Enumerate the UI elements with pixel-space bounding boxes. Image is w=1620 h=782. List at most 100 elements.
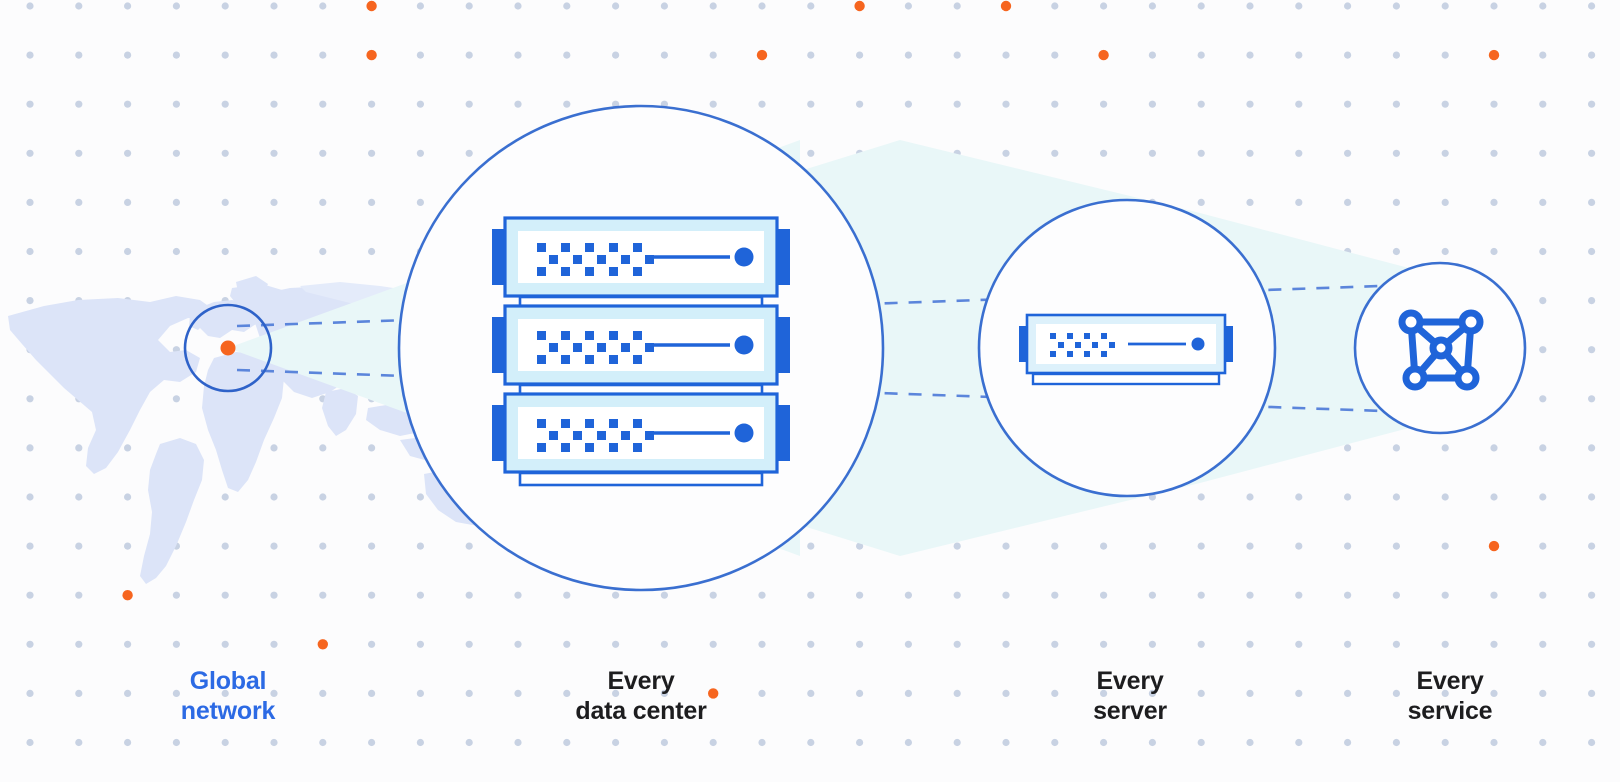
grid-dot [612,640,620,648]
grid-dot [1539,444,1547,452]
grid-dot [1441,591,1449,599]
grid-dot [612,738,620,747]
grid-dot [1295,198,1303,206]
grid-dot [1148,542,1156,550]
grid-dot [319,2,327,10]
grid-dot [270,149,278,157]
grid-dot [1246,198,1254,206]
grid-dot [1441,738,1449,747]
grid-dot [124,689,132,698]
grid-dot [1441,640,1449,648]
grid-dot [514,51,522,59]
grid-dot [1344,591,1352,599]
grid-dot [26,297,34,305]
grid-dot [124,444,132,452]
grid-dot [1148,689,1156,698]
rack-base [518,471,764,487]
grid-dot [660,2,669,10]
grid-dot [1051,100,1059,108]
grid-dot [1295,2,1303,10]
grid-dot [1100,591,1108,599]
grid-dot [1051,542,1059,550]
grid-dot [807,689,815,698]
grid-dot [172,51,180,59]
grid-dot [1490,444,1498,452]
grid-dot [660,591,669,599]
grid-dot [172,689,180,698]
grid-dot [26,149,34,157]
grid-dot [1344,542,1352,550]
grid-dot [1246,591,1254,599]
grid-dot [758,100,766,108]
grid-dot [1490,149,1498,157]
grid-dot [660,640,669,648]
grid-dot [1588,542,1596,550]
grid-dot [1588,395,1596,403]
grid-dot [1148,149,1156,157]
grid-dot [1051,51,1059,59]
grid-dot [1392,542,1400,550]
grid-dot [1051,591,1059,599]
grid-dot [1344,149,1352,157]
grid-dot [856,640,864,648]
grid-dot [1344,640,1352,648]
grid-dot [1051,640,1059,648]
grid-dot [1295,591,1303,599]
grid-dot [75,149,83,157]
grid-dot [1490,493,1498,501]
grid-dot [270,591,278,599]
grid-dot [1246,542,1254,550]
grid-dot [1002,542,1010,550]
grid-dot [1197,591,1205,599]
grid-dot [270,100,278,108]
grid-dot-accent [1488,540,1500,552]
grid-dot [758,689,766,698]
grid-dot [221,51,229,59]
grid-dot [416,738,424,747]
grid-dot [1392,198,1400,206]
grid-dot [124,640,132,648]
grid-dot [709,100,717,108]
grid-dot [1148,738,1156,747]
grid-dot [1246,738,1254,747]
grid-dot [1295,640,1303,648]
grid-dot [1490,2,1498,10]
grid-dot [319,591,327,599]
grid-dot [660,738,669,747]
grid-dot [465,51,473,59]
grid-dot [1392,640,1400,648]
grid-dot [1246,100,1254,108]
grid-dot [563,591,571,599]
grid-dot [172,198,180,206]
grid-dot [319,100,327,108]
grid-dot [1588,738,1596,747]
grid-dot [270,689,278,698]
grid-dot [709,738,717,747]
node-every-data-center[interactable] [397,104,885,592]
grid-dot [221,2,229,10]
grid-dot [1197,738,1205,747]
grid-dot [1588,640,1596,648]
node-every-service[interactable] [1353,261,1527,435]
grid-dot [1148,2,1156,10]
grid-dot [221,738,229,747]
grid-dot [758,591,766,599]
grid-dot [1441,542,1449,550]
grid-dot [270,198,278,206]
server-unit-2 [492,304,790,386]
grid-dot [1246,689,1254,698]
grid-dot [368,444,376,452]
node-global-network[interactable] [183,303,273,393]
grid-dot [416,640,424,648]
grid-dot [953,689,961,698]
grid-dot [75,689,83,698]
grid-dot [1490,100,1498,108]
grid-dot [1344,2,1352,10]
grid-dot [75,640,83,648]
grid-dot [465,591,473,599]
grid-dot [563,51,571,59]
node-every-server[interactable] [977,198,1277,498]
grid-dot [1441,100,1449,108]
grid-dot [26,2,34,10]
grid-dot-accent [854,0,865,12]
